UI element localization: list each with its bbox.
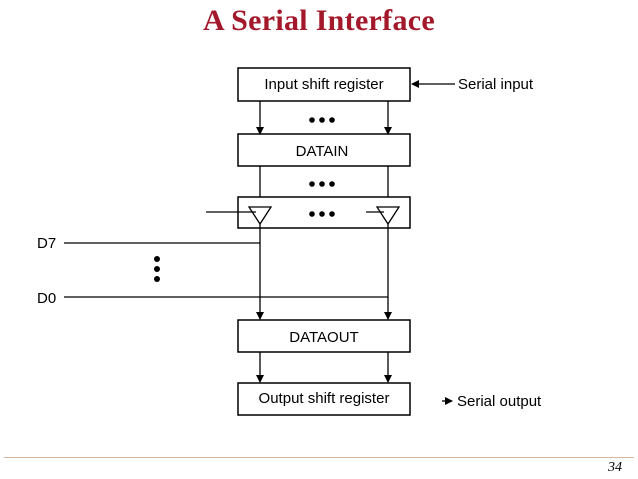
serial-input-label: Serial input xyxy=(458,76,534,93)
footer-divider xyxy=(4,457,634,458)
dataout-block: DATAOUT xyxy=(237,319,411,353)
serial-output-label: Serial output xyxy=(457,393,542,410)
input-shift-register-label: Input shift register xyxy=(264,76,383,93)
slide-title: A Serial Interface xyxy=(203,4,435,37)
ellipsis-dots-3 xyxy=(309,211,335,217)
d0-label: D0 xyxy=(37,290,56,307)
buffer-triangle-right xyxy=(375,206,401,226)
d7-label: D7 xyxy=(37,235,56,252)
dataout-label: DATAOUT xyxy=(289,329,358,346)
ellipsis-dots-1 xyxy=(309,117,335,123)
input-shift-register-block: Input shift register xyxy=(237,67,411,102)
output-shift-register-label: Output shift register xyxy=(259,390,390,407)
output-shift-register-block: Output shift register xyxy=(237,382,411,416)
buffer-triangle-left xyxy=(247,206,273,226)
datain-label: DATAIN xyxy=(296,143,349,160)
vertical-ellipsis-dots xyxy=(154,256,160,282)
page-number: 34 xyxy=(608,460,622,475)
ellipsis-dots-2 xyxy=(309,181,335,187)
datain-block: DATAIN xyxy=(237,133,411,167)
